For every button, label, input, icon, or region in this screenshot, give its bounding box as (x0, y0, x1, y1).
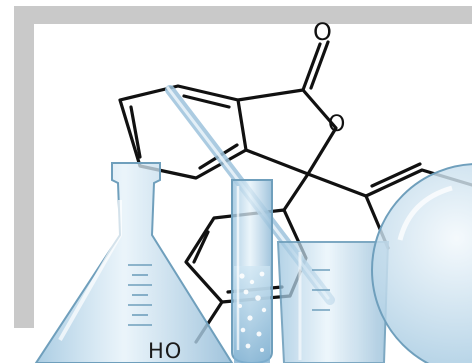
test-tube (231, 179, 273, 363)
gray-frame-top (14, 6, 472, 24)
erlenmeyer-flask (34, 162, 234, 363)
round-bottom-flask (371, 163, 472, 363)
gray-frame-left (14, 6, 34, 328)
beaker (276, 241, 390, 363)
carbonyl-oxygen-label: O (313, 18, 332, 46)
ring-oxygen-label: O (328, 112, 346, 137)
hydroxyl-label: HO (148, 339, 183, 363)
molecule-structure (118, 40, 472, 344)
